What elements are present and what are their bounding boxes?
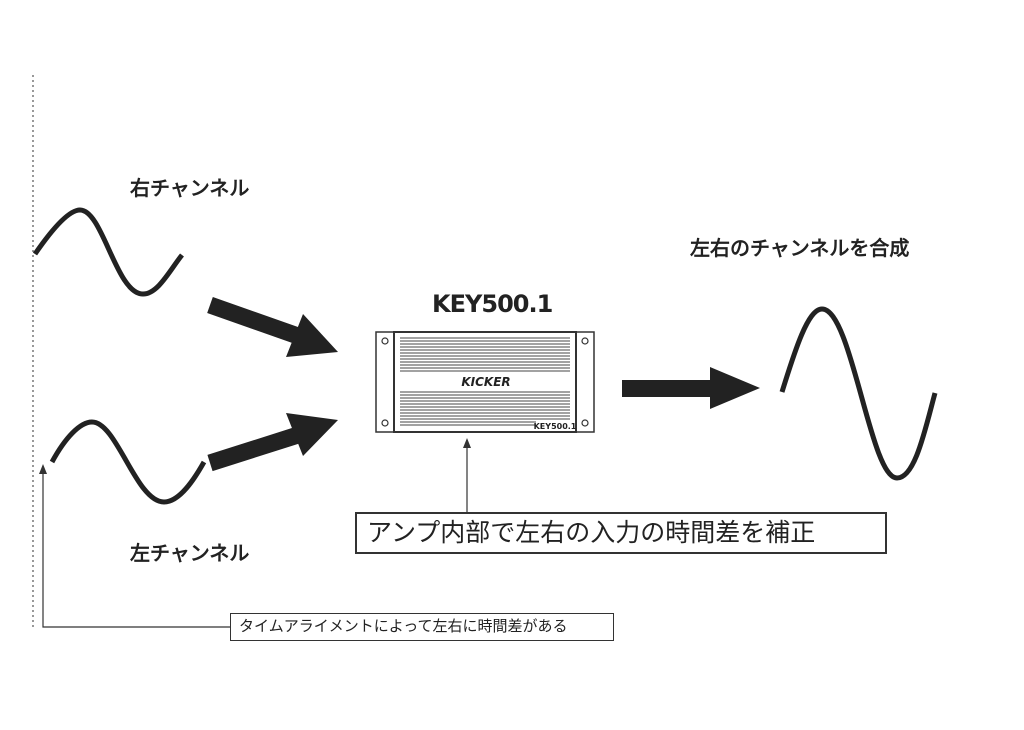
right-input-arrow (207, 296, 338, 357)
time-alignment-arrowhead (39, 464, 47, 474)
combined-channel-label: 左右のチャンネルを合成 (690, 236, 910, 260)
amp-model-title: KEY500.1 (432, 290, 553, 318)
amplifier-unit: KICKER KEY500.1 (375, 331, 595, 433)
left-channel-waveform (49, 419, 207, 505)
amp-correction-callout: アンプ内部で左右の入力の時間差を補正 (355, 512, 887, 554)
output-arrow (622, 367, 760, 409)
right-channel-waveform (32, 207, 184, 297)
left-input-arrow (207, 413, 338, 472)
left-channel-label: 左チャンネル (130, 541, 250, 565)
right-channel-label: 右チャンネル (130, 176, 250, 200)
amplifier-model-plate: KEY500.1 (534, 422, 577, 431)
combined-waveform (779, 306, 938, 481)
time-alignment-connector (42, 474, 230, 628)
time-alignment-callout: タイムアライメントによって左右に時間差がある (230, 613, 614, 641)
amp-callout-arrowhead (463, 438, 471, 448)
amplifier-brand-logo: KICKER (461, 375, 510, 389)
